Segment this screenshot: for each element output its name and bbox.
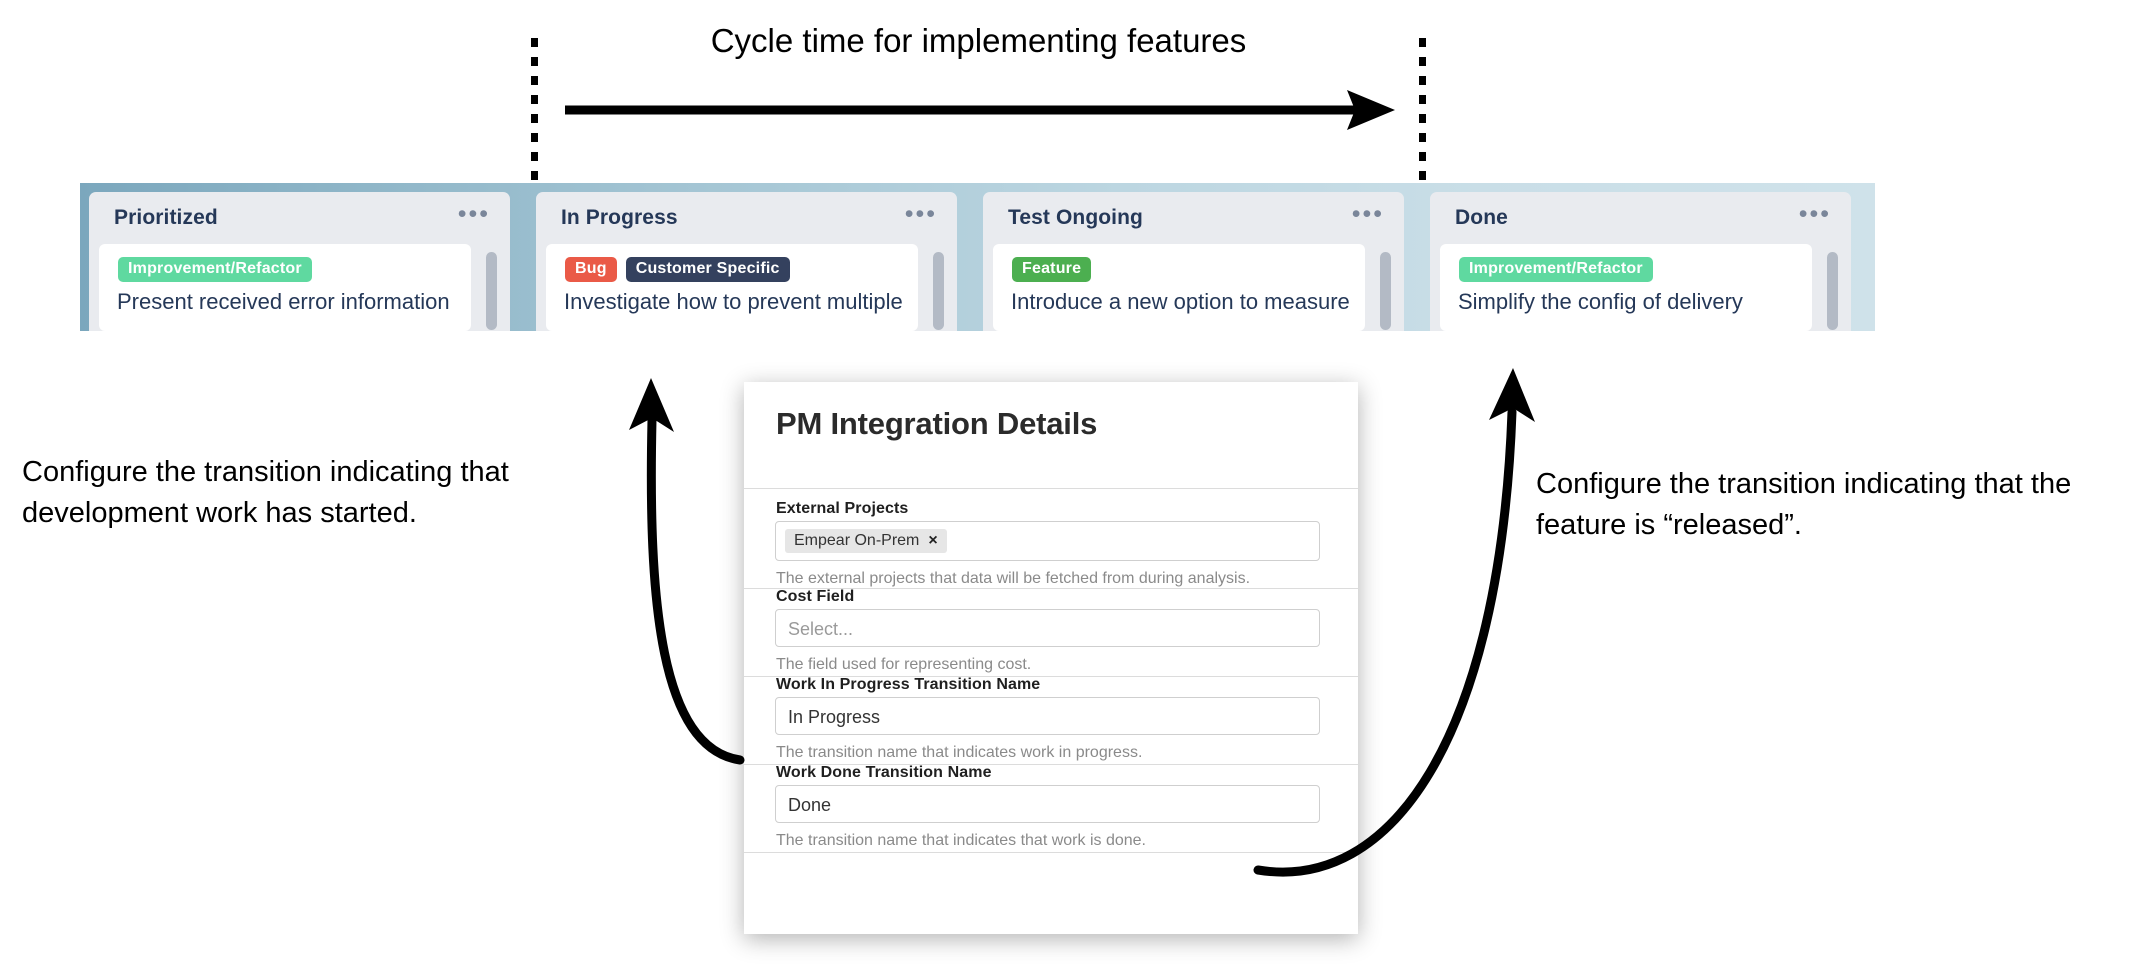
- board-column-in-progress[interactable]: In Progress ••• Bug Customer Specific In…: [536, 192, 957, 331]
- card-badge-row: Feature: [1012, 257, 1092, 282]
- board-card[interactable]: Improvement/Refactor Present received er…: [99, 244, 471, 331]
- card-badge: Improvement/Refactor: [1459, 257, 1653, 282]
- divider: [744, 588, 1358, 589]
- column-scrollbar[interactable]: [1380, 252, 1391, 330]
- column-menu-icon[interactable]: •••: [457, 200, 490, 228]
- external-projects-input[interactable]: Empear On-Prem ×: [775, 521, 1320, 561]
- card-badge-row: Improvement/Refactor: [1459, 257, 1653, 282]
- divider: [744, 764, 1358, 765]
- column-menu-icon[interactable]: •••: [1351, 200, 1384, 228]
- arrow-head-left: [629, 378, 674, 432]
- divider: [744, 852, 1358, 853]
- cycle-time-annotation: Cycle time for implementing features: [0, 0, 2138, 200]
- arrow-path-left: [646, 415, 745, 765]
- card-badge: Feature: [1012, 257, 1092, 282]
- project-chip-label: Empear On-Prem: [794, 532, 920, 549]
- cost-field-select[interactable]: Select...: [775, 609, 1320, 647]
- dialog-title: PM Integration Details: [776, 406, 1098, 441]
- field-help: The transition name that indicates work …: [776, 744, 1143, 761]
- field-label: Work Done Transition Name: [776, 764, 992, 781]
- card-title: Introduce a new option to measure: [1011, 289, 1350, 314]
- done-transition-value: Done: [788, 795, 832, 815]
- board-card[interactable]: Bug Customer Specific Investigate how to…: [546, 244, 918, 331]
- field-help: The field used for representing cost.: [776, 656, 1032, 673]
- kanban-board: Prioritized ••• Improvement/Refactor Pre…: [80, 183, 1875, 331]
- field-label: External Projects: [776, 500, 909, 517]
- cycle-time-caption: Cycle time for implementing features: [710, 22, 1247, 59]
- board-card[interactable]: Feature Introduce a new option to measur…: [993, 244, 1365, 331]
- arrow-head-right: [1489, 368, 1535, 422]
- field-label: Cost Field: [776, 588, 855, 605]
- dashed-marker-right: [1419, 38, 1426, 190]
- cost-field-placeholder: Select...: [788, 619, 854, 639]
- card-badge: Customer Specific: [625, 257, 790, 282]
- dashed-marker-left: [531, 38, 538, 190]
- board-column-test-ongoing[interactable]: Test Ongoing ••• Feature Introduce a new…: [983, 192, 1404, 331]
- board-card[interactable]: Improvement/Refactor Simplify the config…: [1440, 244, 1812, 331]
- column-title: In Progress: [561, 206, 678, 229]
- annotation-note-left: Configure the transition indicating that…: [22, 456, 509, 530]
- divider: [744, 676, 1358, 677]
- board-column-done[interactable]: Done ••• Improvement/Refactor Simplify t…: [1430, 192, 1851, 331]
- column-scrollbar[interactable]: [933, 252, 944, 330]
- card-badge: Bug: [565, 257, 617, 282]
- card-badge: Improvement/Refactor: [118, 257, 312, 282]
- card-badge-row: Bug Customer Specific: [565, 257, 790, 282]
- cycle-time-arrow-icon: [565, 90, 1395, 130]
- project-chip[interactable]: Empear On-Prem ×: [785, 529, 947, 553]
- pm-integration-details-dialog: PM Integration Details External Projects…: [744, 382, 1358, 934]
- column-menu-icon[interactable]: •••: [1798, 200, 1831, 228]
- column-scrollbar[interactable]: [486, 252, 497, 330]
- column-title: Done: [1455, 206, 1508, 229]
- card-badge-row: Improvement/Refactor: [118, 257, 312, 282]
- column-header: In Progress •••: [536, 192, 957, 244]
- column-header: Prioritized •••: [89, 192, 510, 244]
- column-menu-icon[interactable]: •••: [904, 200, 937, 228]
- column-title: Prioritized: [114, 206, 218, 229]
- board-column-prioritized[interactable]: Prioritized ••• Improvement/Refactor Pre…: [89, 192, 510, 331]
- column-title: Test Ongoing: [1008, 206, 1143, 229]
- card-title: Present received error information: [117, 289, 450, 314]
- field-help: The transition name that indicates that …: [776, 832, 1146, 849]
- wip-transition-input[interactable]: In Progress: [775, 697, 1320, 735]
- column-header: Done •••: [1430, 192, 1851, 244]
- column-header: Test Ongoing •••: [983, 192, 1404, 244]
- wip-transition-value: In Progress: [788, 707, 881, 727]
- column-scrollbar[interactable]: [1827, 252, 1838, 330]
- field-label: Work In Progress Transition Name: [776, 676, 1041, 693]
- divider: [744, 488, 1358, 489]
- field-help: The external projects that data will be …: [776, 570, 1251, 587]
- card-title: Investigate how to prevent multiple: [564, 289, 903, 314]
- annotation-note-right: Configure the transition indicating that…: [1536, 468, 2072, 542]
- chip-remove-icon[interactable]: ×: [928, 532, 938, 549]
- card-title: Simplify the config of delivery: [1458, 289, 1743, 314]
- done-transition-input[interactable]: Done: [775, 785, 1320, 823]
